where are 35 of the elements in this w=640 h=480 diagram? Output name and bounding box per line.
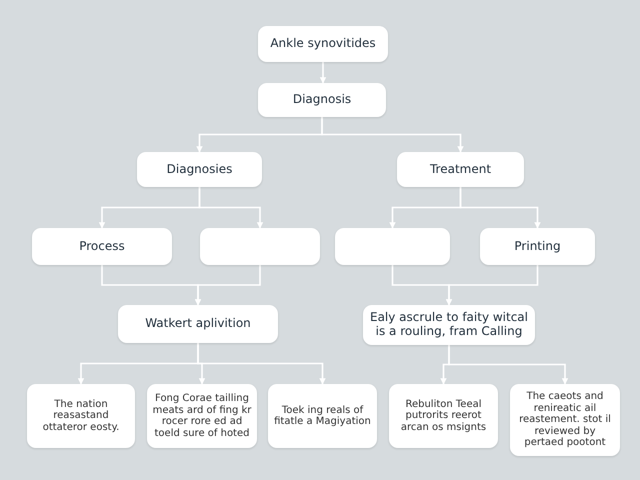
node-label: Printing bbox=[514, 240, 561, 254]
node-label: Diagnosis bbox=[292, 93, 352, 107]
process-box bbox=[268, 384, 377, 448]
node-label: The caeots and renireatic ail reastement. stot il reviewed by pertaed pootont bbox=[518, 391, 612, 449]
process-box bbox=[258, 26, 388, 62]
process-box bbox=[27, 384, 135, 448]
process-box bbox=[258, 83, 386, 117]
arrow bbox=[320, 62, 326, 84]
node-label: Toek ing reals of fitatle a Magiyation bbox=[273, 404, 372, 428]
node-label: Fong Corae tailling meats ard of fing kr rocer rore ed ad toeld sure of hoted bbox=[152, 393, 252, 439]
node-label: Rebuliton Teeal putrorits reerot arcan os msignts bbox=[400, 398, 488, 434]
process-box bbox=[389, 384, 498, 448]
empty-box bbox=[200, 228, 320, 265]
node-label: Ealy ascrule to faity witcal is a rouling, fram Calling bbox=[369, 311, 529, 339]
empty-box bbox=[335, 228, 450, 265]
process-box bbox=[137, 152, 262, 187]
node-label: The nation reasastand ottateror eosty. bbox=[42, 398, 120, 434]
node-label: Diagnosies bbox=[166, 162, 232, 176]
arrow bbox=[198, 187, 264, 229]
process-box bbox=[363, 305, 535, 345]
process-box bbox=[147, 384, 257, 448]
arrow bbox=[446, 265, 538, 306]
node-label: Treatment bbox=[430, 162, 492, 176]
arrow bbox=[448, 345, 568, 385]
arrow bbox=[460, 187, 541, 229]
node-label: Process bbox=[79, 240, 125, 254]
arrow bbox=[321, 117, 464, 153]
arrow bbox=[194, 265, 261, 306]
process-box bbox=[480, 228, 595, 265]
node-label: Watkert aplivition bbox=[145, 317, 251, 331]
process-box bbox=[510, 384, 620, 456]
process-box bbox=[118, 305, 278, 343]
process-box bbox=[397, 152, 524, 187]
node-label: Ankle synovitides bbox=[270, 37, 376, 51]
process-box bbox=[32, 228, 172, 265]
